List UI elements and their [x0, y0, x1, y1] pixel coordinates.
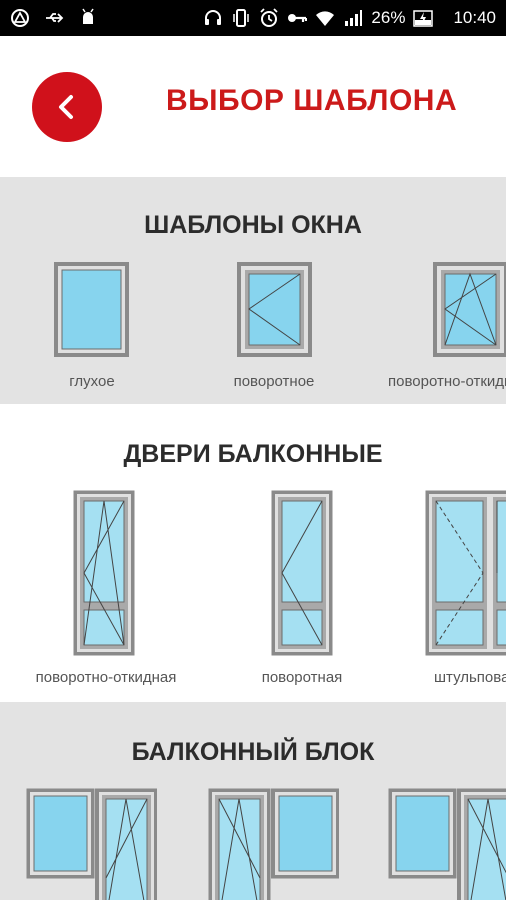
- template-label: поворотная: [261, 669, 343, 686]
- template-label: поворотное: [233, 373, 315, 390]
- app-header: ВЫБОР ШАБЛОНА: [0, 36, 506, 176]
- template-turn-door[interactable]: [271, 490, 333, 656]
- triangle-notification-icon: [10, 8, 30, 28]
- usb-icon: [44, 8, 64, 28]
- alarm-icon: [259, 8, 279, 28]
- battery-percent: 26%: [371, 8, 406, 27]
- template-balcony-block-2[interactable]: [208, 788, 340, 900]
- template-tilt-turn-door[interactable]: [73, 490, 135, 656]
- section-title: ДВЕРИ БАЛКОННЫЕ: [123, 440, 383, 468]
- section-title: ШАБЛОНЫ ОКНА: [144, 211, 362, 239]
- template-label: штульповая: [434, 669, 506, 686]
- back-button[interactable]: [32, 72, 102, 142]
- key-icon: [287, 8, 308, 28]
- template-label: глухое: [69, 373, 115, 390]
- android-debug-icon: [78, 8, 98, 28]
- balcony-block-left-window-icon: [26, 788, 157, 900]
- shtulp-door-icon: [425, 490, 506, 656]
- status-bar: 26% 10:40: [0, 0, 506, 36]
- balcony-block-tilt-window-icon: [388, 788, 506, 900]
- template-balcony-block-3[interactable]: [388, 788, 506, 900]
- clock-time: 10:40: [453, 8, 496, 27]
- template-balcony-block-1[interactable]: [26, 788, 158, 900]
- template-shtulp-door[interactable]: [425, 490, 506, 656]
- headset-icon: [203, 8, 223, 28]
- turn-door-icon: [271, 490, 333, 656]
- turn-window-icon: [237, 262, 312, 357]
- tilt-turn-window-icon: [433, 262, 506, 357]
- section-balcony-block: БАЛКОННЫЙ БЛОК: [0, 702, 506, 900]
- template-label: поворотно-откидная: [35, 669, 177, 686]
- template-fixed-window[interactable]: [53, 261, 130, 358]
- section-title: БАЛКОННЫЙ БЛОК: [131, 738, 375, 766]
- vibrate-icon: [231, 8, 251, 28]
- signal-icon: [343, 8, 363, 28]
- section-window-templates: ШАБЛОНЫ ОКНА глухое поворотное поворотно…: [0, 177, 506, 404]
- template-tilt-turn-window[interactable]: [432, 261, 506, 358]
- balcony-block-right-window-icon: [208, 788, 339, 900]
- tilt-turn-door-icon: [73, 490, 135, 656]
- page-title: ВЫБОР ШАБЛОНА: [166, 84, 458, 117]
- chevron-left-icon: [52, 92, 82, 122]
- template-label: поворотно-откидное: [388, 373, 506, 390]
- wifi-icon: [315, 8, 335, 28]
- fixed-window-icon: [54, 262, 129, 357]
- section-balcony-doors: ДВЕРИ БАЛКОННЫЕ поворотно-откидная повор…: [0, 404, 506, 702]
- template-turn-window[interactable]: [236, 261, 313, 358]
- battery-charging-icon: [413, 8, 434, 28]
